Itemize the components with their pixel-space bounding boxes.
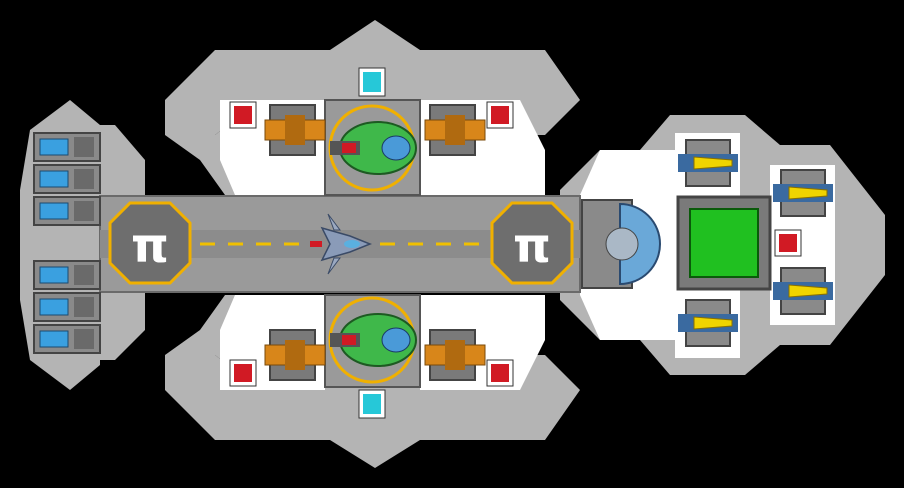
fighter-bay-icon: [330, 313, 417, 367]
thruster-icon[interactable]: [33, 292, 101, 322]
red-hardpoint-icon[interactable]: [229, 359, 257, 387]
turret-icon[interactable]: [264, 329, 326, 381]
thruster-icon[interactable]: [33, 196, 101, 226]
turret-icon[interactable]: [424, 104, 486, 156]
pad-left-label: π: [131, 218, 169, 274]
thruster-icon[interactable]: [33, 324, 101, 354]
pad-right-label: π: [513, 218, 551, 274]
turret-icon[interactable]: [264, 104, 326, 156]
red-hardpoint-icon[interactable]: [486, 359, 514, 387]
landing-pad-left[interactable]: π: [108, 201, 192, 285]
fighter-bay-top[interactable]: [324, 99, 421, 196]
turret-icon[interactable]: [424, 329, 486, 381]
missile-pods: [678, 139, 833, 347]
landing-pad-right[interactable]: π: [490, 201, 574, 285]
hardpoint-buttons: [229, 67, 802, 419]
shield-generator[interactable]: [581, 199, 661, 289]
reactor-core[interactable]: [676, 195, 772, 291]
missile-pod-icon[interactable]: [678, 139, 738, 187]
missile-pod-icon[interactable]: [773, 267, 833, 315]
thruster-icon[interactable]: [33, 132, 101, 162]
fighter-bay-icon: [330, 121, 417, 175]
thrusters: [33, 132, 101, 354]
red-hardpoint-icon[interactable]: [774, 229, 802, 257]
red-hardpoint-icon[interactable]: [486, 101, 514, 129]
missile-pod-icon[interactable]: [773, 169, 833, 217]
turrets: [264, 104, 486, 381]
cyan-hardpoint-icon[interactable]: [358, 67, 386, 97]
thruster-icon[interactable]: [33, 260, 101, 290]
fighter-bay-bottom[interactable]: [324, 294, 421, 388]
thruster-icon[interactable]: [33, 164, 101, 194]
missile-pod-icon[interactable]: [678, 299, 738, 347]
red-hardpoint-icon[interactable]: [229, 101, 257, 129]
cyan-hardpoint-icon[interactable]: [358, 389, 386, 419]
hangar-fighter-icon[interactable]: [310, 213, 373, 275]
